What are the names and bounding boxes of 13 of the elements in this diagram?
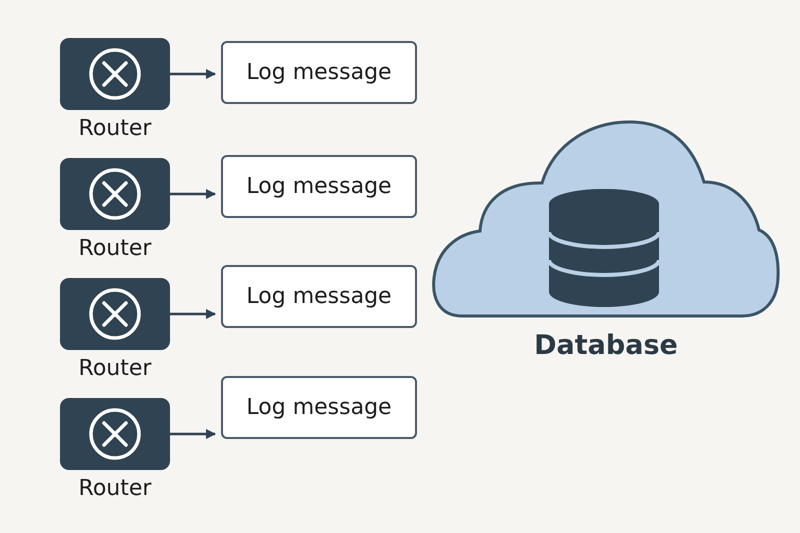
router-label: Router [78,356,152,381]
log-message-box: Log message [221,265,417,328]
router-label: Router [78,116,152,141]
cloud-label: Database [533,330,679,361]
router-label: Router [78,476,152,501]
arrow [170,309,216,319]
log-message-box: Log message [221,376,417,439]
log-message-box: Log message [221,155,417,218]
arrow [170,429,216,439]
arrow [170,69,216,79]
router-label: Router [78,236,152,261]
log-message-box: Log message [221,41,417,104]
arrow [170,189,216,199]
